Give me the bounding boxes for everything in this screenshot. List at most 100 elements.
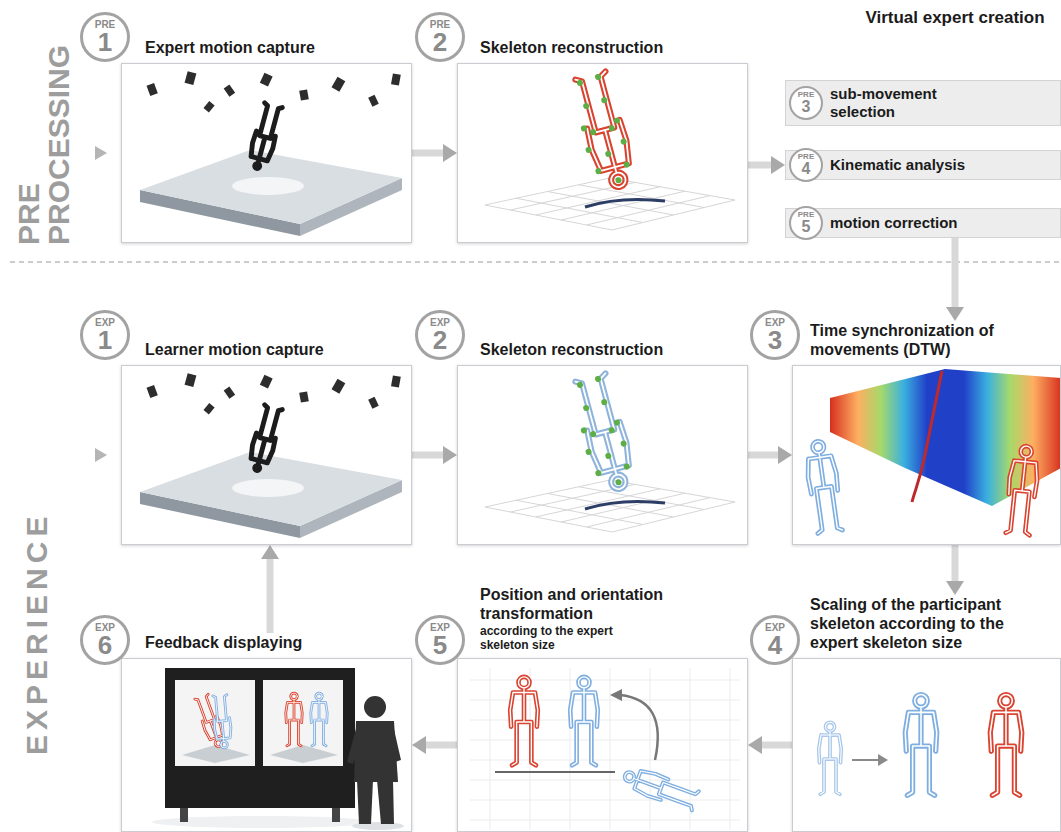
step-badge: PRE4 <box>789 148 823 182</box>
group-heading: Virtual expert creation <box>865 8 1045 28</box>
step-heading: Scaling of the participant skeleton acco… <box>810 595 1055 652</box>
line-shape <box>730 668 731 830</box>
step-title: Time synchronization of movements (DTW) <box>810 321 1025 359</box>
badge-number: 6 <box>98 633 112 657</box>
g-shape <box>1004 445 1041 536</box>
step-title: Learner motion capture <box>145 340 405 359</box>
step-heading: Expert motion capture <box>145 38 405 57</box>
panel-frame <box>121 365 412 545</box>
rect-shape <box>180 806 188 822</box>
step-panel: Skeleton reconstruction <box>457 340 748 545</box>
sub-step-box: sub-movement selection <box>785 80 1061 126</box>
use-shape <box>212 695 233 749</box>
badge-number: 4 <box>768 633 782 657</box>
line-shape <box>610 668 611 830</box>
badge-prefix: PRE <box>798 91 814 99</box>
step-heading: Position and orientation transformationa… <box>480 585 710 652</box>
rect-shape <box>165 668 355 808</box>
badge-prefix: EXP <box>765 623 785 633</box>
step-badge: PRE1 <box>80 12 130 62</box>
flow-arrow <box>748 446 792 464</box>
step-heading: Learner motion capture <box>145 340 405 359</box>
arrow-head <box>946 307 964 321</box>
badge-prefix: EXP <box>95 623 115 633</box>
badge-number: 5 <box>802 219 811 235</box>
flow-arrow <box>412 144 457 162</box>
use-shape <box>905 695 937 796</box>
line-shape <box>570 668 571 830</box>
arrow-line <box>760 742 792 749</box>
panel-frame <box>457 63 748 243</box>
section-label: PRE PROCESSING <box>14 25 74 245</box>
badge-number: 1 <box>98 328 112 352</box>
panel-frame <box>121 658 412 832</box>
panel-frame <box>792 365 1061 545</box>
rect-shape <box>263 680 343 766</box>
step-badge: PRE2 <box>415 12 465 62</box>
badge-number: 3 <box>802 99 811 115</box>
line-shape <box>495 771 615 773</box>
use-shape <box>990 695 1022 796</box>
step-heading: Skeleton reconstruction <box>480 38 740 57</box>
badge-number: 4 <box>802 161 811 177</box>
polygon-shape <box>610 689 622 701</box>
path-shape <box>347 725 364 764</box>
sub-step-box: motion correction <box>785 208 1061 238</box>
line-shape <box>10 261 1061 262</box>
line-shape <box>470 760 740 761</box>
line-shape <box>470 780 740 781</box>
step-title: Scaling of the participant skeleton acco… <box>810 595 1055 652</box>
arrow-head <box>946 581 964 595</box>
flow-arrow <box>412 446 457 464</box>
panel-frame <box>121 63 412 243</box>
path-shape <box>388 725 401 762</box>
arrow-line <box>748 162 773 169</box>
path-shape <box>357 780 373 824</box>
step-badge: EXP6 <box>80 615 130 665</box>
use-shape <box>485 71 735 230</box>
line-shape <box>650 668 651 830</box>
step-panel: Time synchronization of movements (DTW) <box>792 321 1061 545</box>
polygon-shape <box>878 754 888 766</box>
panel-frame <box>457 658 748 832</box>
line-shape <box>852 759 880 761</box>
step-badge: EXP4 <box>750 615 800 665</box>
badge-prefix: EXP <box>95 318 115 328</box>
badge-prefix: EXP <box>765 318 785 328</box>
sub-step-text: Kinematic analysis <box>830 156 1030 174</box>
arrow-line <box>952 545 959 583</box>
circle-shape <box>364 696 386 718</box>
panel-frame <box>792 658 1061 832</box>
use-shape <box>140 373 402 538</box>
polygon-shape <box>270 745 338 763</box>
g-shape <box>470 668 740 830</box>
arrow-line <box>424 742 457 749</box>
arrow-head <box>748 736 762 754</box>
badge-prefix: PRE <box>430 20 451 30</box>
line-shape <box>490 668 491 830</box>
badge-number: 2 <box>433 328 447 352</box>
polygon-shape <box>95 146 107 160</box>
flow-arrow <box>748 736 792 754</box>
badge-prefix: PRE <box>798 211 814 219</box>
step-badge: PRE3 <box>789 86 823 120</box>
g-shape <box>347 696 401 824</box>
arrow-head <box>778 446 792 464</box>
badge-prefix: EXP <box>430 623 450 633</box>
badge-prefix: PRE <box>95 20 116 30</box>
step-title: Skeleton reconstruction <box>480 340 740 359</box>
step-title: Feedback displaying <box>145 633 405 652</box>
step-subtitle: according to the expert skeleton size <box>480 624 640 652</box>
path-shape <box>912 371 942 502</box>
use-shape <box>570 677 598 765</box>
use-shape <box>311 693 328 746</box>
flow-arrow <box>748 156 785 174</box>
step-heading: Skeleton reconstruction <box>480 340 740 359</box>
polygon-shape <box>95 448 107 462</box>
polygon-shape <box>182 745 250 763</box>
step-badge: EXP2 <box>415 310 465 360</box>
step-title: Skeleton reconstruction <box>480 38 740 57</box>
step-badge: EXP1 <box>80 310 130 360</box>
sub-step-text: sub-movement selection <box>830 85 960 121</box>
